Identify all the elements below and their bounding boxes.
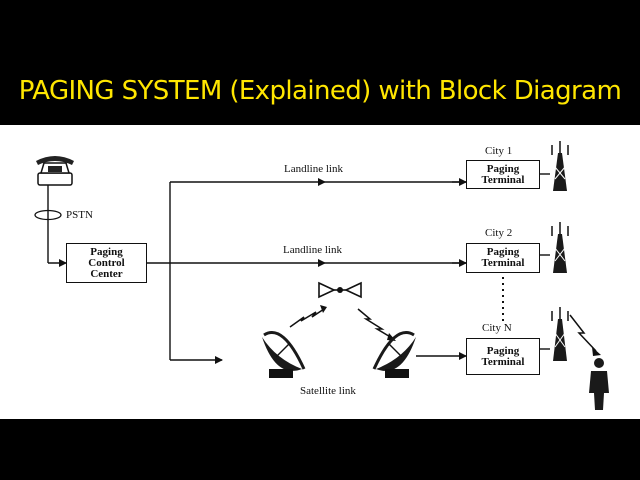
paging-control-center-box: Paging Control Center bbox=[66, 243, 147, 283]
diagram-lines bbox=[34, 141, 609, 410]
terminal-line1: Paging bbox=[486, 344, 520, 357]
radio-tower-icon bbox=[551, 141, 569, 191]
page-title: PAGING SYSTEM (Explained) with Block Dia… bbox=[18, 76, 622, 106]
title-bar: PAGING SYSTEM (Explained) with Block Dia… bbox=[0, 0, 640, 125]
terminal-line2: Terminal bbox=[481, 355, 525, 368]
control-center-line1: Paging bbox=[90, 245, 123, 258]
city-2-label: City 2 bbox=[485, 227, 513, 239]
block-diagram: PSTN Paging Control Center Landline link… bbox=[0, 125, 640, 419]
satellite-dish-icon bbox=[262, 331, 306, 378]
landline-link-label-2: Landline link bbox=[283, 244, 342, 256]
pstn-label: PSTN bbox=[66, 209, 93, 221]
pstn-cloud bbox=[34, 209, 62, 221]
satellite-icon bbox=[318, 281, 362, 299]
paging-terminal-city-n: Paging Terminal bbox=[466, 338, 540, 375]
city-n-label: City N bbox=[482, 322, 512, 334]
terminal-line2: Terminal bbox=[481, 257, 525, 269]
paging-terminal-city-1: Paging Terminal bbox=[466, 160, 540, 189]
landline-link-label-1: Landline link bbox=[284, 163, 343, 175]
control-center-line2: Control bbox=[88, 256, 125, 269]
person-icon bbox=[589, 358, 609, 410]
terminal-line1: Paging bbox=[486, 162, 520, 175]
telephone-icon bbox=[36, 156, 74, 186]
paging-terminal-city-2: Paging Terminal bbox=[466, 243, 540, 273]
control-center-line3: Center bbox=[90, 267, 123, 280]
city-1-label: City 1 bbox=[485, 145, 513, 157]
radio-tower-icon bbox=[551, 222, 569, 273]
terminal-line2: Terminal bbox=[481, 173, 525, 186]
bottom-bar bbox=[0, 419, 640, 480]
satellite-link-label: Satellite link bbox=[300, 385, 356, 397]
satellite-dish-icon bbox=[372, 331, 416, 378]
radio-tower-icon bbox=[551, 307, 569, 361]
terminal-line1: Paging bbox=[486, 246, 520, 258]
